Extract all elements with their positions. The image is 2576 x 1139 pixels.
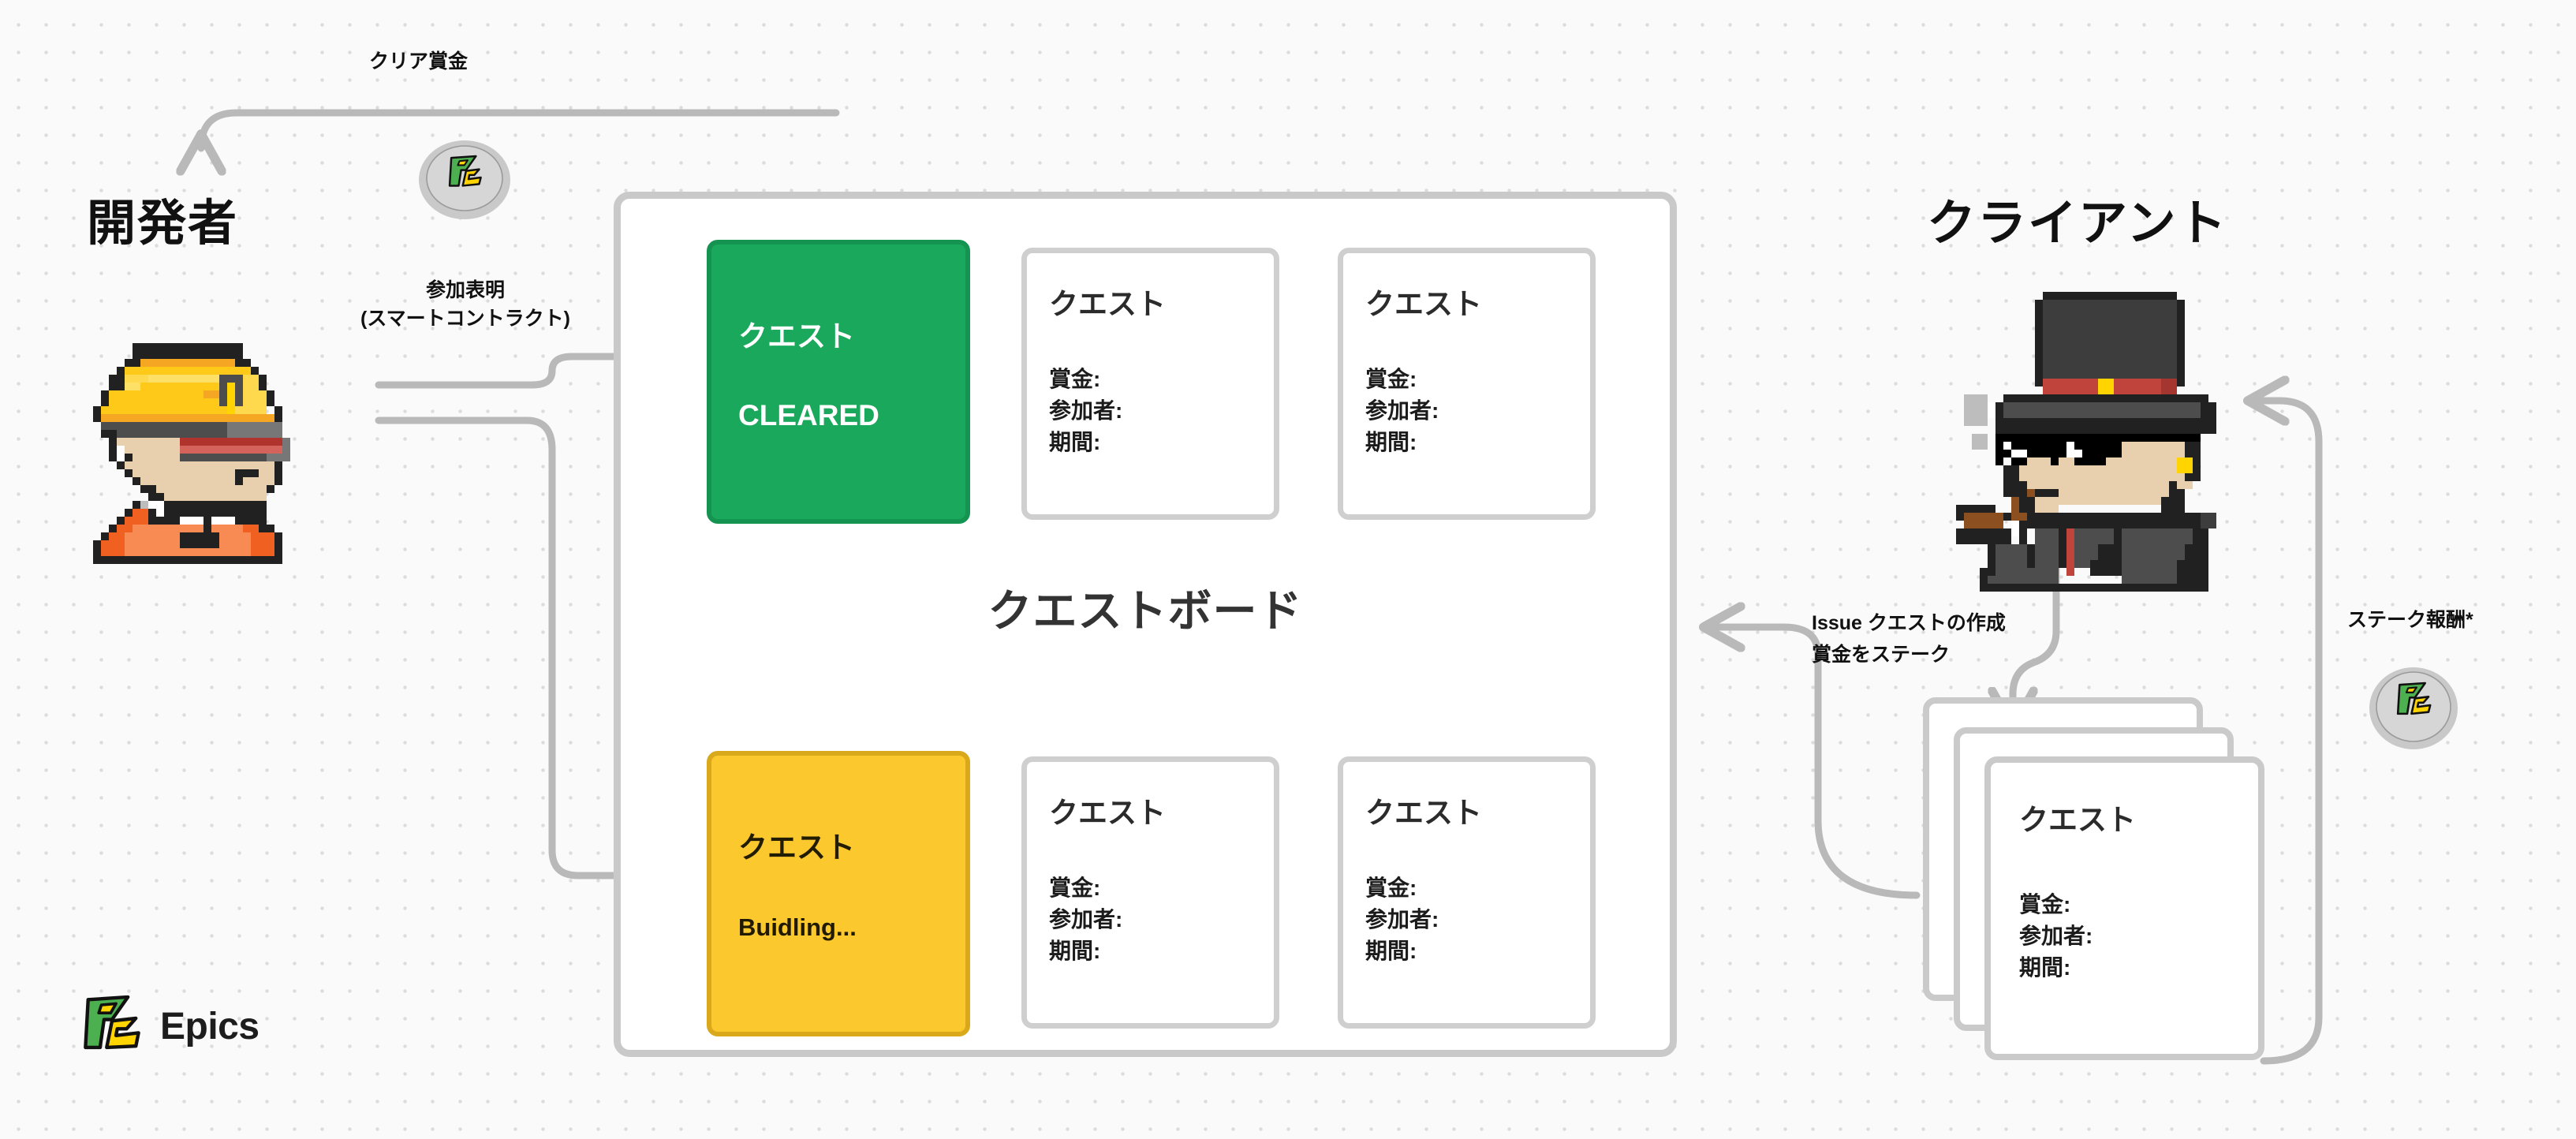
edge-join-lower	[375, 416, 702, 876]
quest-card[interactable]: クエスト 賞金: 参加者: 期間:	[1338, 248, 1596, 520]
epics-coin-icon-client	[2369, 667, 2458, 749]
label-join-line2: (スマートコントラクト)	[360, 308, 570, 330]
quest-card-title: クエスト	[1049, 288, 1166, 320]
epics-coin-icon-developer	[419, 140, 510, 219]
developer-title: 開発者	[87, 196, 239, 251]
status-card-cleared[interactable]: クエスト CLEARED	[707, 240, 970, 524]
label-clear-reward: クリア賞金	[369, 50, 469, 73]
quest-card-fields: 賞金: 参加者: 期間:	[1365, 364, 1439, 457]
quest-card-title: クエスト	[1365, 797, 1482, 829]
quest-board-title: クエストボード	[987, 586, 1303, 636]
quest-field-period: 期間:	[2019, 954, 2071, 980]
epics-logo-icon	[84, 995, 140, 1050]
quest-field-period: 期間:	[1365, 938, 1417, 963]
quest-field-participants: 参加者:	[1365, 398, 1439, 423]
quest-field-period: 期間:	[1049, 429, 1101, 454]
quest-field-period: 期間:	[1365, 429, 1417, 454]
edge-client-to-stack	[2013, 564, 2060, 724]
quest-field-participants: 参加者:	[1049, 906, 1123, 932]
quest-board-panel[interactable]: クエストボード クエスト CLEARED クエスト Buidling... クエ…	[614, 192, 1677, 1057]
label-issue-line2: 賞金をステーク	[1812, 644, 1951, 666]
quest-card-fields: 賞金: 参加者: 期間:	[1049, 364, 1122, 457]
quest-field-reward: 賞金:	[1049, 876, 1101, 900]
label-issue-create: Issue クエストの作成 賞金をステーク	[1812, 607, 2006, 670]
quest-field-reward: 賞金:	[2019, 892, 2071, 917]
quest-card-fields: 賞金: 参加者: 期間:	[1049, 872, 1122, 966]
quest-field-participants: 参加者:	[1365, 906, 1439, 932]
status-card-title: クエスト	[738, 320, 855, 353]
edge-join-upper	[375, 357, 702, 389]
label-stake-reward: ステーク報酬*	[2347, 609, 2473, 631]
quest-card[interactable]: クエスト 賞金: 参加者: 期間:	[1021, 756, 1279, 1029]
client-pixel-avatar	[1956, 292, 2216, 592]
status-card-building[interactable]: クエスト Buidling...	[707, 751, 970, 1036]
label-issue-line1: Issue クエストの作成	[1812, 612, 2006, 634]
quest-card-title: クエスト	[1049, 797, 1166, 829]
quest-field-period: 期間:	[1049, 938, 1101, 963]
quest-card-fields: 賞金: 参加者: 期間:	[2019, 889, 2093, 983]
client-title: クライアント	[1927, 196, 2228, 251]
label-join-declaration: 参加表明 (スマートコントラクト)	[347, 276, 584, 334]
quest-field-reward: 賞金:	[1365, 876, 1417, 900]
status-card-title: クエスト	[738, 831, 855, 864]
status-card-status: Buidling...	[738, 913, 857, 941]
quest-field-reward: 賞金:	[1365, 367, 1417, 391]
client-quest-stack-front[interactable]: クエスト 賞金: 参加者: 期間:	[1984, 756, 2264, 1060]
brand-name: Epics	[160, 1005, 259, 1048]
quest-field-participants: 参加者:	[2019, 923, 2093, 948]
edge-stake-reward	[2252, 401, 2323, 1065]
brand-lockup: Epics	[83, 995, 259, 1057]
quest-card[interactable]: クエスト 賞金: 参加者: 期間:	[1021, 248, 1279, 520]
developer-pixel-avatar	[93, 343, 290, 564]
quest-field-reward: 賞金:	[1049, 367, 1101, 391]
edge-clear-reward	[201, 109, 840, 148]
edge-board-left	[1708, 627, 1921, 899]
quest-card-fields: 賞金: 参加者: 期間:	[1365, 872, 1439, 966]
quest-field-participants: 参加者:	[1049, 398, 1123, 423]
quest-card-title: クエスト	[2019, 804, 2136, 836]
status-card-status: CLEARED	[738, 399, 879, 431]
quest-card-title: クエスト	[1365, 288, 1482, 320]
quest-card[interactable]: クエスト 賞金: 参加者: 期間:	[1338, 756, 1596, 1029]
label-join-line1: 参加表明	[425, 279, 505, 301]
